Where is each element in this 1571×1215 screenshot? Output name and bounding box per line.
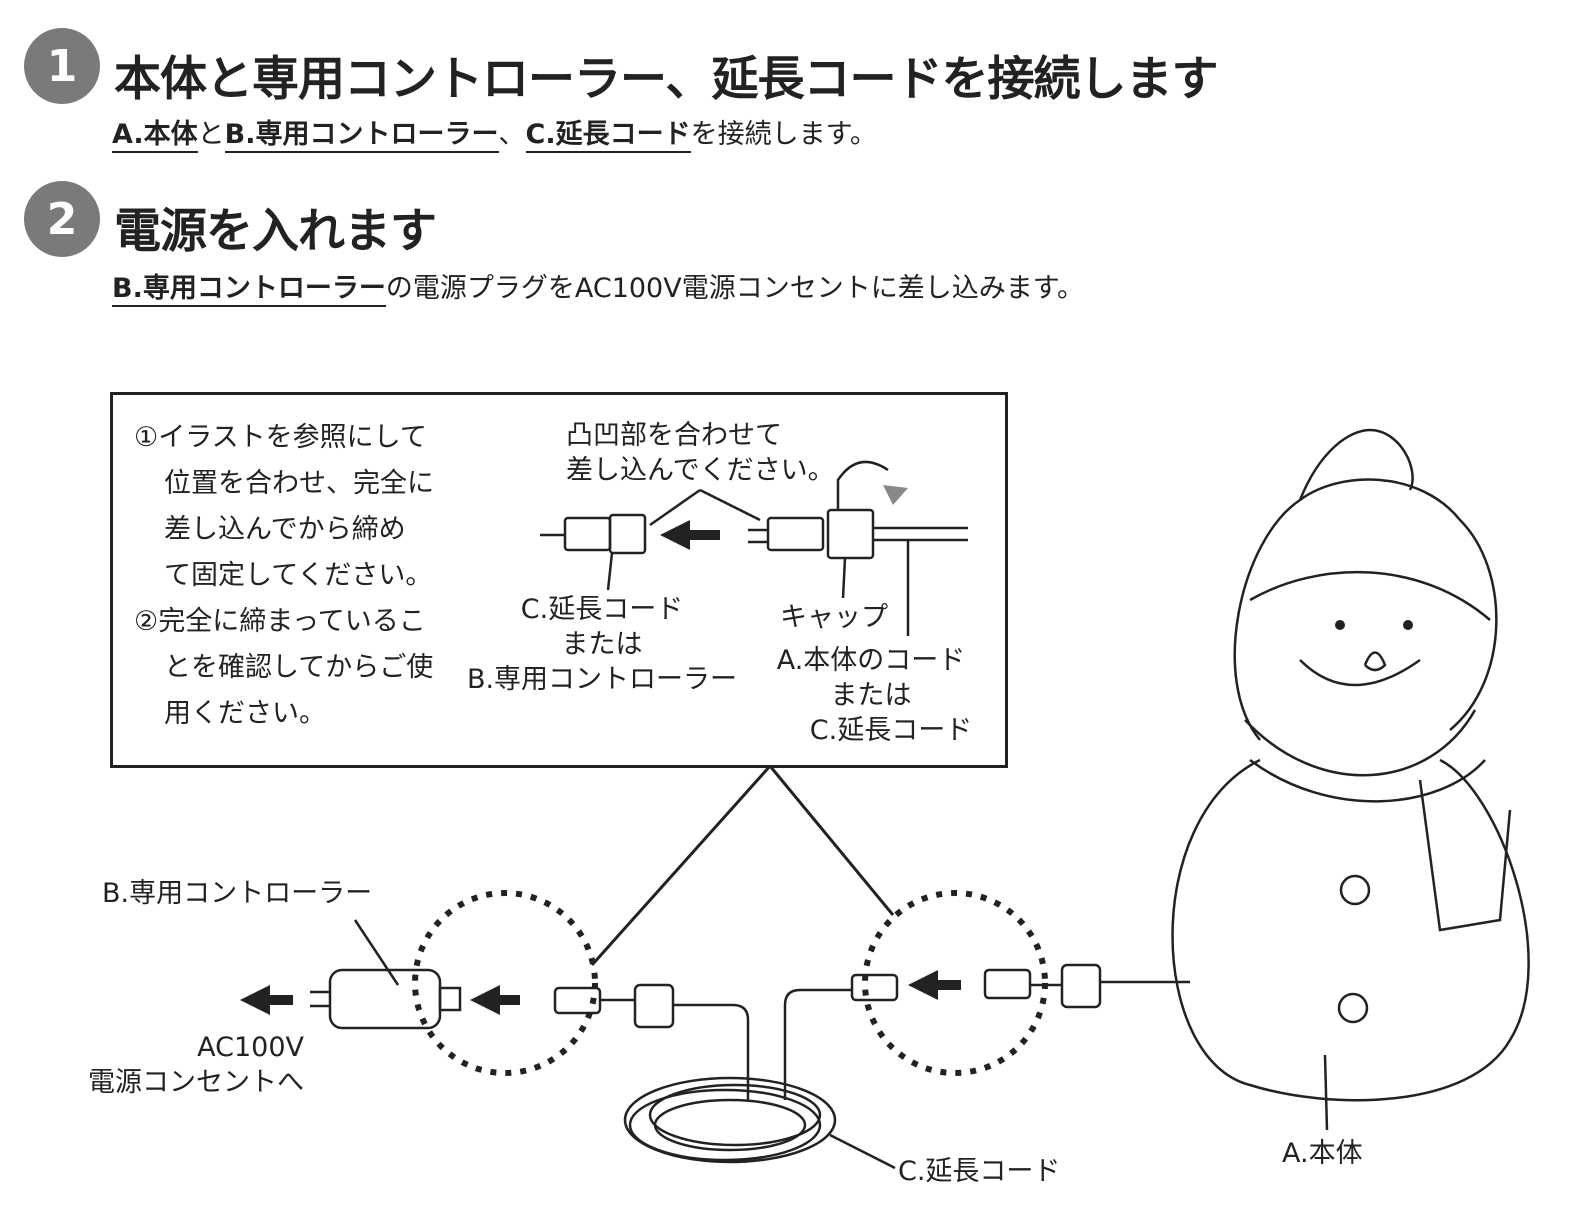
outlet-label: AC100V 電源コンセントへ: [88, 1030, 304, 1100]
zoom-circle-right: [862, 890, 1048, 1076]
part-b-ref: B.専用コントローラー: [112, 273, 386, 307]
right-connector-label: A.本体のコード または C.延長コード: [766, 643, 976, 748]
insert-arrow-icon: [660, 520, 690, 550]
step-number-2: 2: [24, 181, 100, 257]
text: を接続します。: [690, 119, 877, 150]
step-desc-1: A.本体とB.専用コントローラー、C.延長コードを接続します。: [112, 112, 877, 153]
text: ②完全に締まっているこ: [134, 606, 426, 637]
left-arrow-icon: [240, 985, 270, 1015]
text: 電源コンセントへ: [88, 1067, 304, 1098]
text: ①イラストを参照にして: [134, 422, 427, 453]
text: の電源プラグをAC100V電源コンセントに差し込みます。: [385, 273, 1084, 304]
text: と: [197, 119, 225, 150]
body-label: A.本体: [1282, 1138, 1363, 1169]
text: C.延長コード: [809, 715, 973, 746]
step-title-1: 本体と専用コントローラー、延長コードを接続します: [114, 52, 1219, 107]
step-number-1: 1: [24, 28, 100, 104]
text: AC100V: [197, 1032, 304, 1063]
controller-label: B.専用コントローラー: [102, 878, 373, 909]
text: A.本体のコード: [776, 645, 966, 676]
part-a-ref: A.本体: [112, 119, 198, 153]
text: 位置を合わせ、完全に: [164, 468, 434, 499]
zoom-circle-left: [412, 890, 598, 1076]
text: または: [561, 629, 643, 660]
text: 、: [498, 119, 526, 150]
text: 差し込んでください。: [566, 455, 835, 486]
step-desc-2: B.専用コントローラーの電源プラグをAC100V電源コンセントに差し込みます。: [112, 266, 1084, 307]
controller-illustration: [310, 919, 462, 1030]
part-b-ref: B.専用コントローラー: [224, 119, 499, 153]
detail-box: [110, 392, 1008, 768]
left-arrow-icon: [908, 970, 938, 1000]
part-c-ref: C.延長コード: [525, 119, 691, 153]
snowman-illustration: [1171, 428, 1530, 1131]
note-1: ①イラストを参照にして 位置を合わせ、完全に 差し込んでから締め て固定してくだ…: [134, 415, 434, 737]
align-hint: 凸凹部を合わせて 差し込んでください。: [566, 418, 835, 488]
extension-cord-coil: [623, 1076, 896, 1170]
left-connector-label: C.延長コード または B.専用コントローラー: [466, 592, 738, 697]
text: 用ください。: [164, 698, 326, 729]
text: B.専用コントローラー: [466, 664, 738, 695]
left-arrow-icon: [470, 985, 500, 1015]
step-title-2: 電源を入れます: [114, 204, 437, 259]
cap-label: キャップ: [780, 602, 888, 633]
text: て固定してください。: [164, 560, 433, 591]
text: C.延長コード: [520, 594, 684, 625]
twist-arrow-icon: [883, 485, 908, 505]
extension-cord-label: C.延長コード: [898, 1156, 1061, 1187]
text: 凸凹部を合わせて: [566, 420, 782, 451]
text: とを確認してからご使: [164, 652, 434, 683]
text: または: [830, 680, 912, 711]
text: 差し込んでから締め: [164, 514, 406, 545]
detail-connector-illustration: [540, 460, 968, 636]
